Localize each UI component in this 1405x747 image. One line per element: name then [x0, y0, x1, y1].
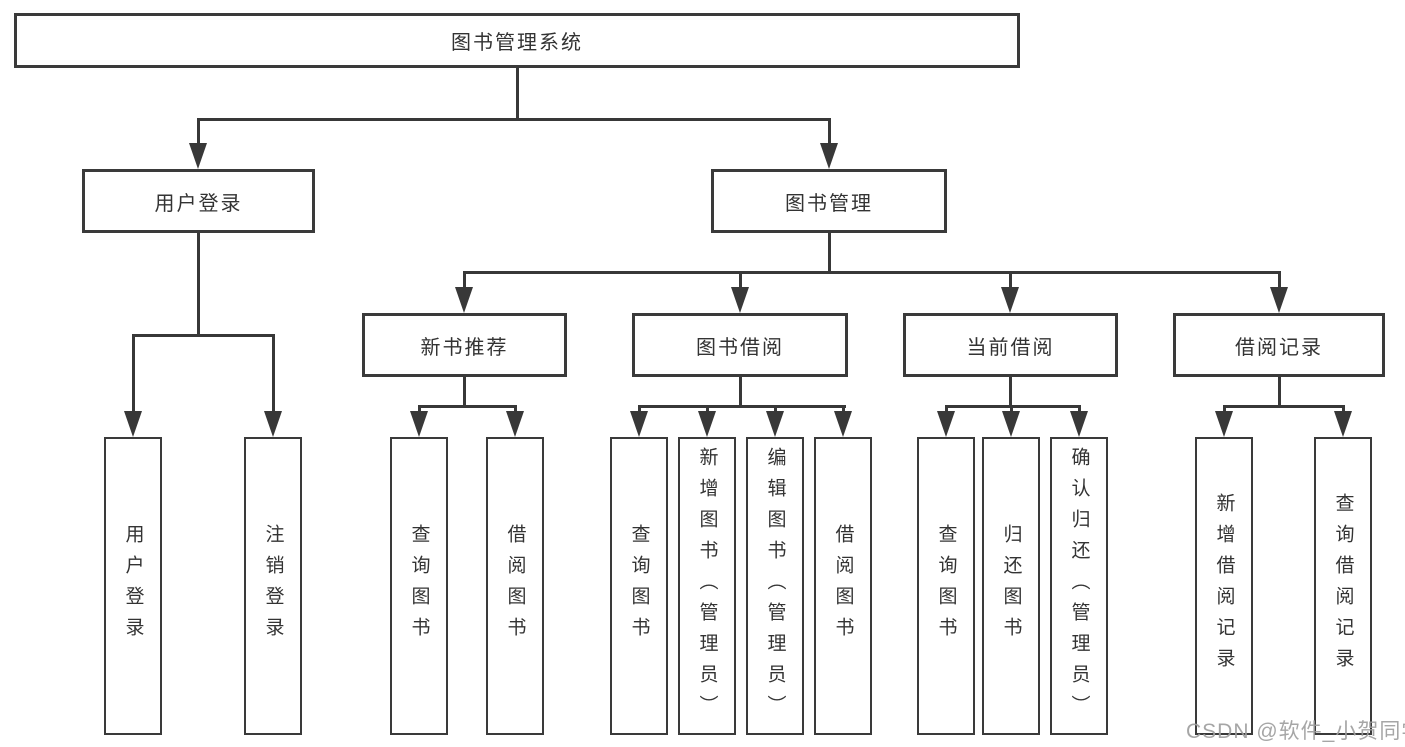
- csdn-watermark: CSDN @软件_小贺同学: [1186, 720, 1405, 743]
- arrowhead-icon: [731, 287, 749, 313]
- node-label: 借阅图书: [832, 524, 854, 648]
- node-system-root: 图书管理系统: [14, 13, 1020, 68]
- leaf-query-books: 查询图书: [390, 437, 448, 735]
- leaf-borrow-books: 借阅图书: [814, 437, 872, 735]
- node-label: 新增图书（管理员）: [696, 446, 718, 726]
- leaf-query-books: 查询图书: [610, 437, 668, 735]
- connector-line: [827, 233, 831, 274]
- node-label: 当前借阅: [966, 336, 1055, 359]
- connector-line: [1277, 377, 1281, 408]
- connector-line: [462, 273, 466, 291]
- connector-line: [417, 405, 517, 408]
- node-label: 新增借阅记录: [1213, 493, 1235, 679]
- arrowhead-icon: [1001, 287, 1019, 313]
- node-book-management-branch: 图书管理: [711, 169, 947, 233]
- leaf-logout: 注销登录: [244, 437, 302, 735]
- connector-line: [196, 233, 200, 337]
- arrowhead-icon: [264, 411, 282, 437]
- arrowhead-icon: [820, 143, 838, 169]
- leaf-borrow-books: 借阅图书: [486, 437, 544, 735]
- node-new-book-recommend: 新书推荐: [362, 313, 567, 377]
- connector-line: [1222, 405, 1345, 408]
- arrowhead-icon: [937, 411, 955, 437]
- node-user-login-branch: 用户登录: [82, 169, 315, 233]
- node-label: 图书管理: [785, 192, 873, 215]
- connector-line: [196, 120, 200, 150]
- node-label: 用户登录: [122, 524, 144, 648]
- leaf-add-borrow-record: 新增借阅记录: [1195, 437, 1253, 735]
- leaf-return-books: 归还图书: [982, 437, 1040, 735]
- arrowhead-icon: [630, 411, 648, 437]
- node-label: 新书推荐: [420, 336, 509, 359]
- leaf-confirm-return-admin: 确认归还（管理员）: [1050, 437, 1108, 735]
- node-borrow-records: 借阅记录: [1173, 313, 1385, 377]
- node-book-borrowing: 图书借阅: [632, 313, 848, 377]
- arrowhead-icon: [1334, 411, 1352, 437]
- node-label: 图书借阅: [696, 336, 784, 359]
- arrowhead-icon: [1002, 411, 1020, 437]
- connector-line: [462, 377, 466, 408]
- connector-line: [738, 273, 742, 291]
- connector-line: [515, 68, 519, 121]
- arrowhead-icon: [1070, 411, 1088, 437]
- node-label: 查询图书: [628, 524, 650, 648]
- connector-line: [637, 405, 846, 408]
- arrowhead-icon: [506, 411, 524, 437]
- node-label: 图书管理系统: [451, 32, 583, 54]
- connector-line: [131, 336, 135, 415]
- node-label: 用户登录: [154, 192, 243, 215]
- connector-line: [944, 405, 1081, 408]
- arrowhead-icon: [189, 143, 207, 169]
- node-label: 注销登录: [262, 524, 284, 648]
- arrowhead-icon: [455, 287, 473, 313]
- leaf-add-books-admin: 新增图书（管理员）: [678, 437, 736, 735]
- connector-line: [827, 120, 831, 150]
- arrowhead-icon: [1215, 411, 1233, 437]
- node-label: 确认归还（管理员）: [1068, 446, 1090, 726]
- arrowhead-icon: [698, 411, 716, 437]
- arrowhead-icon: [834, 411, 852, 437]
- connector-line: [738, 377, 742, 408]
- node-label: 查询借阅记录: [1332, 493, 1354, 679]
- arrowhead-icon: [410, 411, 428, 437]
- leaf-edit-books-admin: 编辑图书（管理员）: [746, 437, 804, 735]
- leaf-query-books: 查询图书: [917, 437, 975, 735]
- arrowhead-icon: [766, 411, 784, 437]
- connector-line: [196, 118, 831, 121]
- arrowhead-icon: [124, 411, 142, 437]
- connector-line: [1277, 273, 1281, 291]
- connector-line: [1008, 273, 1012, 291]
- node-label: 查询图书: [935, 524, 957, 648]
- node-label: 借阅记录: [1235, 336, 1323, 359]
- connector-line: [462, 271, 1281, 274]
- node-current-borrowing: 当前借阅: [903, 313, 1118, 377]
- connector-line: [131, 334, 275, 337]
- node-label: 查询图书: [408, 524, 430, 648]
- leaf-user-login: 用户登录: [104, 437, 162, 735]
- arrowhead-icon: [1270, 287, 1288, 313]
- node-label: 归还图书: [1000, 524, 1022, 648]
- connector-line: [271, 336, 275, 415]
- connector-line: [1008, 377, 1012, 408]
- node-label: 编辑图书（管理员）: [764, 446, 786, 726]
- leaf-query-borrow-record: 查询借阅记录: [1314, 437, 1372, 735]
- node-label: 借阅图书: [504, 524, 526, 648]
